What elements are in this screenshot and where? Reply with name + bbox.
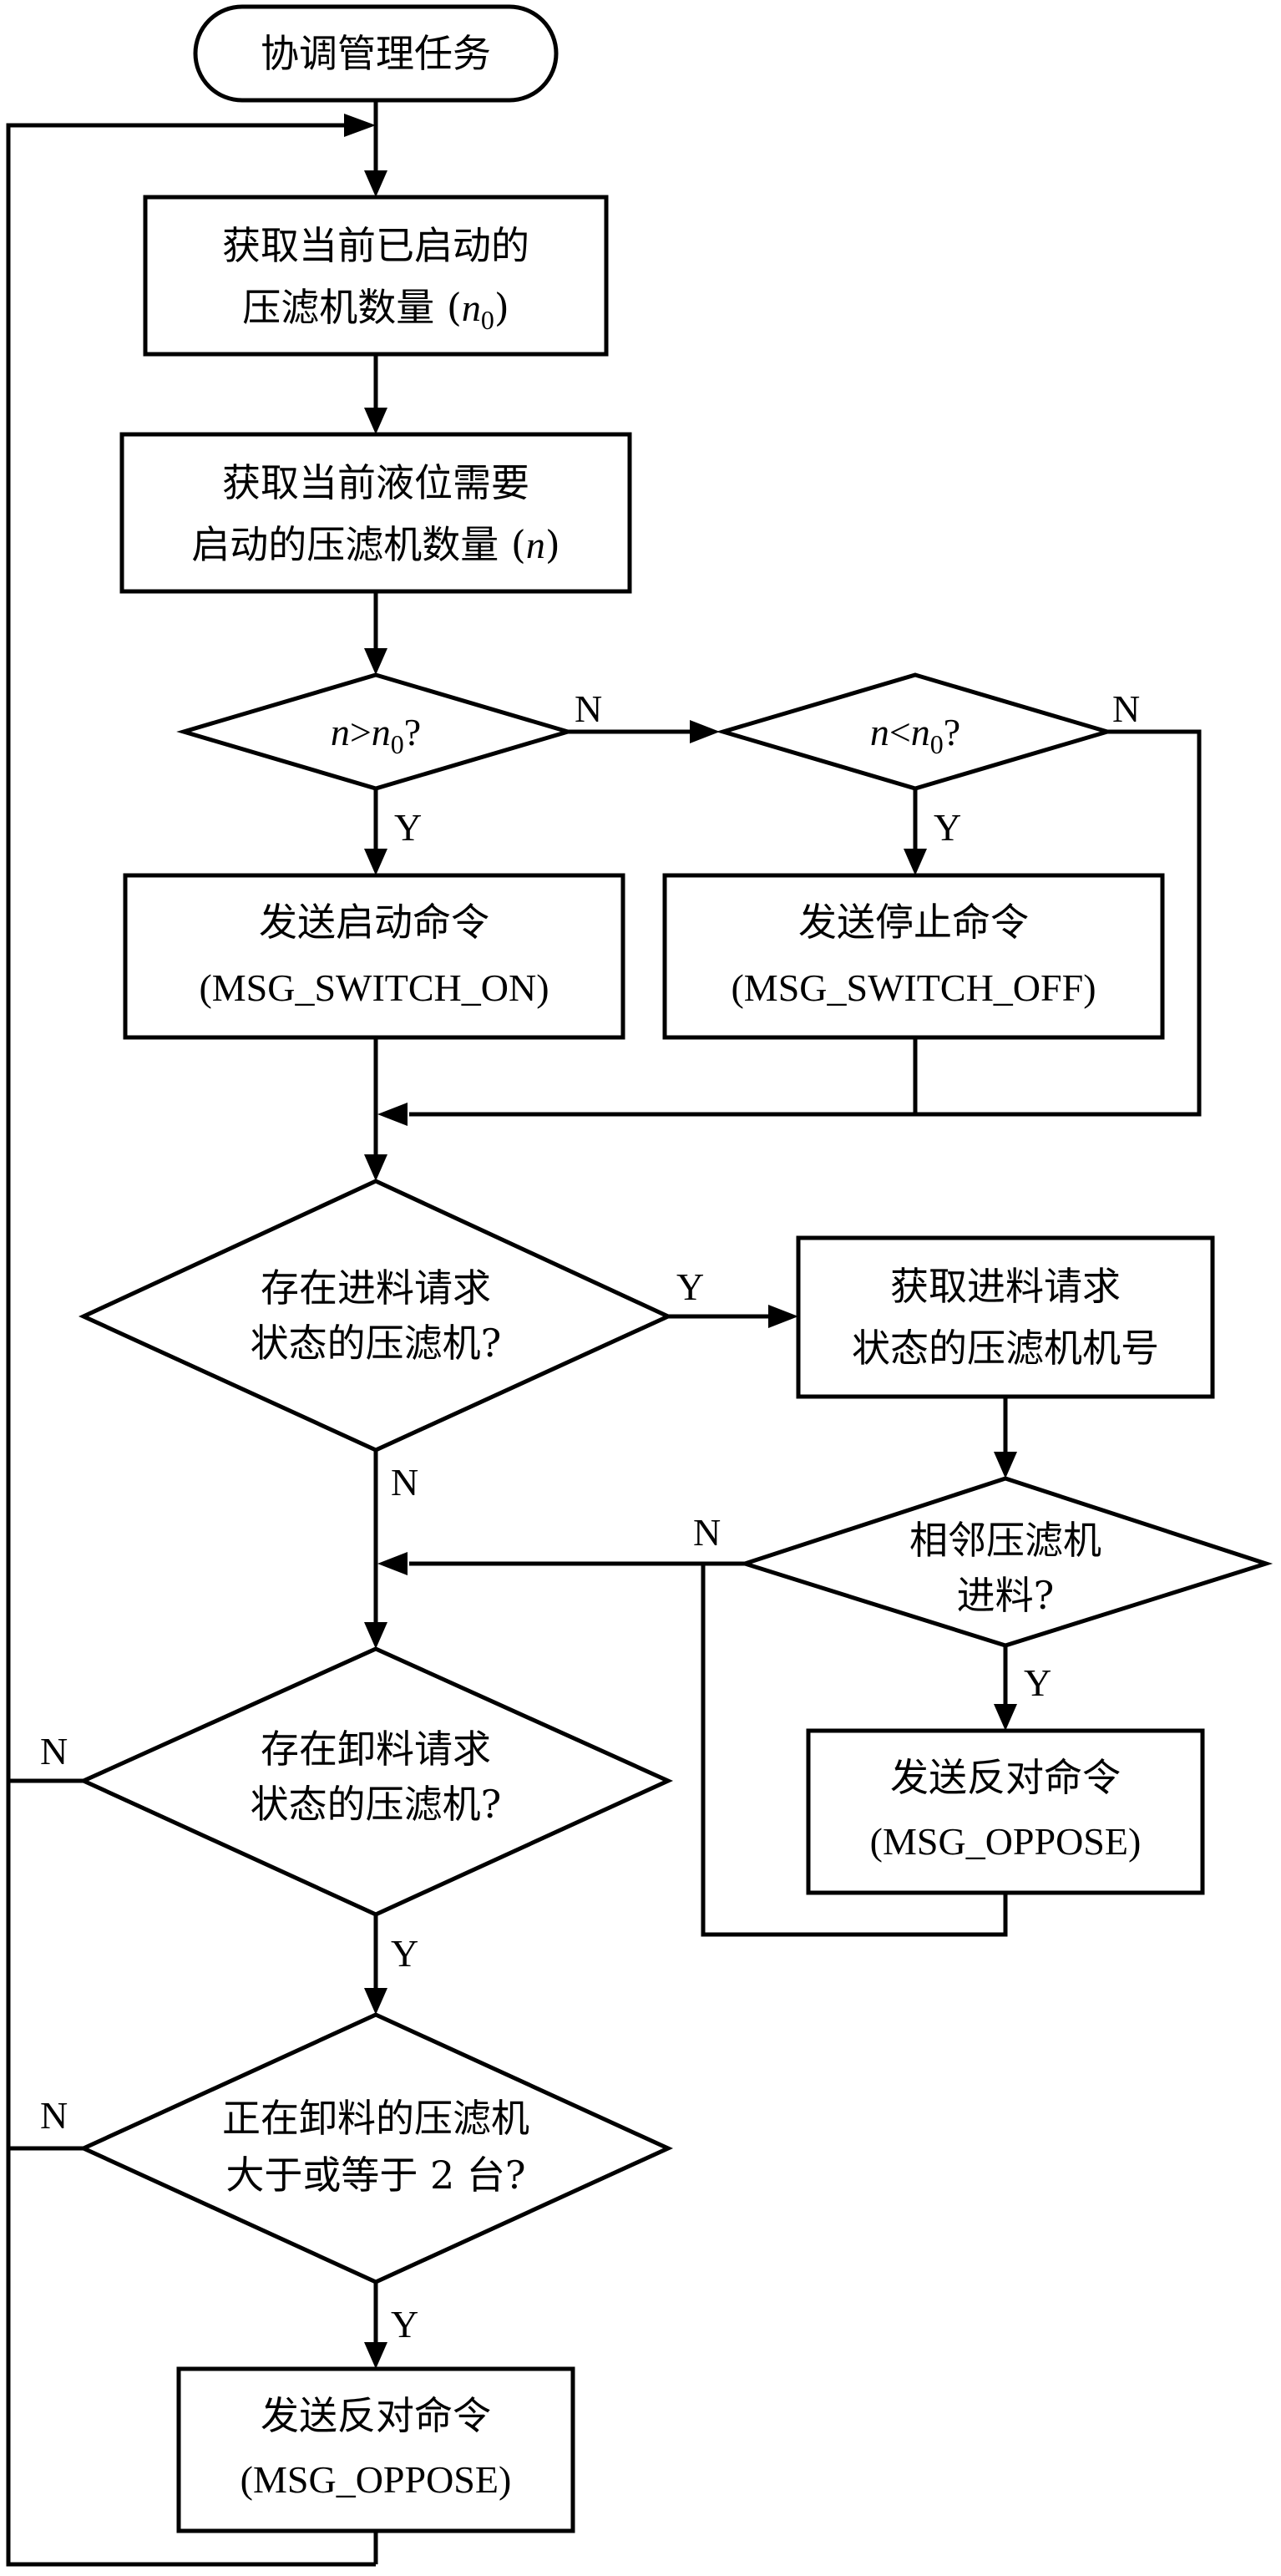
arrowhead-get-started — [364, 170, 387, 197]
node-send-start: 发送启动命令 (MSG_SWITCH_ON) — [123, 873, 625, 1040]
arrowhead-send-oppose-unload — [364, 2342, 387, 2369]
get-needed-line2: 启动的压滤机数量 (n) — [191, 522, 560, 567]
arrowhead-send-stop — [904, 849, 927, 875]
node-cond-greater: n>n0? — [176, 672, 575, 791]
send-stop-line2: (MSG_SWITCH_OFF) — [731, 966, 1096, 1009]
arrowhead-unloading-count — [364, 1988, 387, 2015]
label-adjacent-no: N — [693, 1511, 721, 1554]
feed-request-line2: 状态的压滤机? — [251, 1321, 502, 1366]
send-oppose-feed-line1: 发送反对命令 — [890, 1755, 1121, 1800]
send-oppose-unload-box — [176, 2366, 575, 2533]
label-unloading-count-yes: Y — [391, 2303, 418, 2345]
arrowhead-send-start — [364, 849, 387, 875]
feed-request-line1: 存在进料请求 — [261, 1265, 491, 1311]
send-start-line1: 发送启动命令 — [259, 900, 489, 945]
connectors — [6, 102, 1202, 2567]
arrowhead-merge-2 — [377, 1552, 408, 1575]
node-start: 协调管理任务 — [193, 4, 559, 103]
unloading-count-diamond — [78, 2012, 674, 2284]
cond-greater-label: n>n0? — [331, 711, 421, 759]
edge-labels: N Y N Y Y N N Y N Y N Y — [40, 687, 1140, 2345]
adjacent-feed-line1: 相邻压滤机 — [909, 1518, 1101, 1563]
send-oppose-feed-line2: (MSG_OPPOSE) — [870, 1820, 1142, 1863]
loop-back-arrowhead — [344, 114, 376, 137]
label-unload-request-no: N — [40, 1730, 68, 1772]
edge-send-oppose-feed-to-merge — [701, 1564, 1008, 1937]
unload-request-line1: 存在卸料请求 — [261, 1727, 491, 1772]
send-oppose-feed-box — [806, 1728, 1205, 1895]
unload-request-line2: 状态的压滤机? — [251, 1782, 502, 1827]
send-oppose-unload-line1: 发送反对命令 — [261, 2393, 491, 2438]
arrowhead-unload-request — [364, 1622, 387, 1649]
edge-cond-less-no — [409, 729, 1202, 1117]
send-start-line2: (MSG_SWITCH_ON) — [199, 966, 549, 1009]
cond-less-diamond — [716, 672, 1115, 791]
unloading-count-line2: 大于或等于 2 台? — [225, 2153, 525, 2198]
arrowhead-get-feed-id — [768, 1305, 798, 1328]
node-get-started: 获取当前已启动的 压滤机数量 (n0) — [143, 195, 609, 357]
get-needed-line1: 获取当前液位需要 — [222, 460, 529, 505]
arrowhead-send-oppose-feed — [994, 1704, 1017, 1731]
node-get-needed: 获取当前液位需要 启动的压滤机数量 (n) — [119, 432, 632, 594]
arrowhead-adjacent-feed — [994, 1452, 1017, 1478]
label-cond-less-no: N — [1112, 687, 1140, 730]
unloading-count-line1: 正在卸料的压滤机 — [222, 2096, 529, 2141]
unload-request-diamond — [78, 1646, 674, 1917]
label-unload-request-yes: Y — [391, 1932, 418, 1975]
adjacent-feed-diamond — [737, 1476, 1273, 1648]
arrowhead-cond-less — [690, 720, 720, 743]
start-label: 协调管理任务 — [261, 31, 491, 76]
cond-less-label: n<n0? — [870, 711, 960, 759]
get-started-line1: 获取当前已启动的 — [222, 223, 529, 268]
adjacent-feed-line2: 进料? — [957, 1573, 1055, 1618]
get-feed-id-line1: 获取进料请求 — [890, 1264, 1121, 1309]
arrowhead-get-needed — [364, 408, 387, 434]
label-feed-request-yes: Y — [676, 1265, 704, 1308]
node-unloading-count: 正在卸料的压滤机 大于或等于 2 台? — [78, 2012, 674, 2284]
label-feed-request-no: N — [391, 1461, 418, 1504]
get-feed-id-box — [796, 1235, 1215, 1399]
arrowhead-feed-request — [364, 1154, 387, 1181]
node-feed-request: 存在进料请求 状态的压滤机? — [78, 1179, 673, 1453]
arrowhead-cond-greater — [364, 648, 387, 675]
node-cond-less: n<n0? — [716, 672, 1115, 791]
label-cond-greater-yes: Y — [394, 806, 422, 849]
label-unloading-count-no: N — [40, 2094, 68, 2137]
label-adjacent-yes: Y — [1024, 1661, 1051, 1704]
cond-greater-diamond — [176, 672, 575, 791]
get-started-line2: 压滤机数量 (n0) — [242, 285, 509, 335]
send-stop-line1: 发送停止命令 — [798, 900, 1029, 945]
get-started-box — [143, 195, 609, 357]
send-stop-box — [662, 873, 1165, 1040]
send-oppose-unload-line2: (MSG_OPPOSE) — [241, 2458, 512, 2501]
node-get-feed-id: 获取进料请求 状态的压滤机机号 — [796, 1235, 1215, 1399]
node-unload-request: 存在卸料请求 状态的压滤机? — [78, 1646, 674, 1917]
node-send-stop: 发送停止命令 (MSG_SWITCH_OFF) — [662, 873, 1165, 1040]
get-needed-box — [119, 432, 632, 594]
label-cond-less-yes: Y — [934, 806, 961, 849]
send-start-box — [123, 873, 625, 1040]
loop-back-line — [6, 123, 376, 2567]
node-adjacent-feed: 相邻压滤机 进料? — [737, 1476, 1273, 1648]
start-terminal — [193, 4, 559, 103]
label-cond-greater-no: N — [575, 687, 602, 730]
arrowhead-merge-1 — [377, 1103, 408, 1126]
node-send-oppose-feed: 发送反对命令 (MSG_OPPOSE) — [806, 1728, 1205, 1895]
node-send-oppose-unload: 发送反对命令 (MSG_OPPOSE) — [176, 2366, 575, 2533]
feed-request-diamond — [78, 1179, 673, 1453]
get-feed-id-line2: 状态的压滤机机号 — [852, 1326, 1159, 1371]
